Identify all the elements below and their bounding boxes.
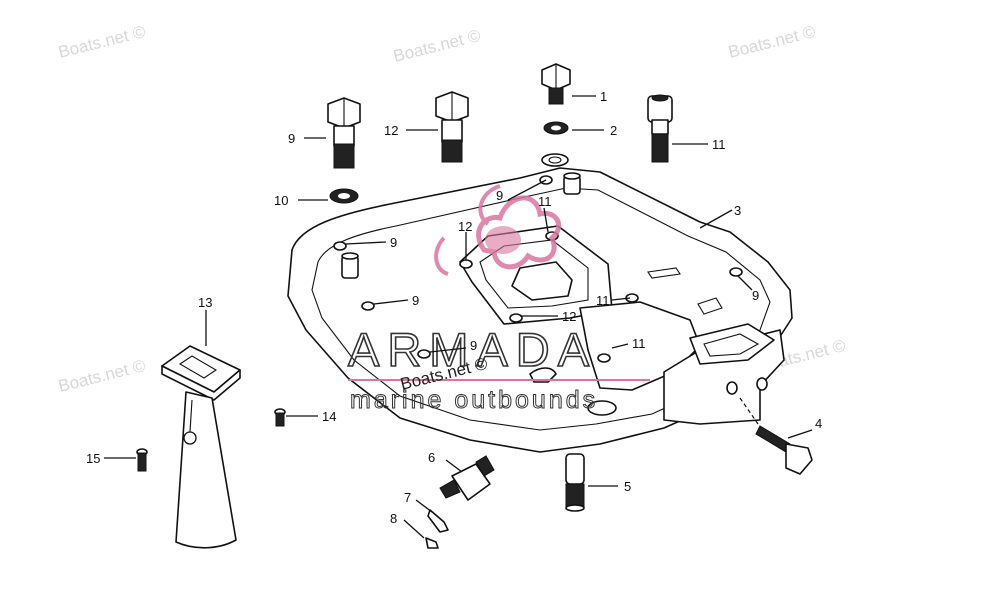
callout-1: 1 [600, 89, 607, 104]
fitting-part-6 [439, 455, 495, 501]
armada-logo: ARMADA marine outbounds Boats.net © [347, 184, 650, 415]
callout-9-plate-center: 9 [470, 338, 477, 353]
logo-wordmark: ARMADA [348, 323, 597, 376]
callout-12-bolt: 12 [384, 123, 398, 138]
callout-labels: 1 2 3 4 5 6 7 8 9 9 9 9 9 9 10 11 11 11 … [86, 89, 822, 526]
lock-washer-part-2 [543, 121, 569, 135]
callout-12-plate-top: 12 [458, 219, 472, 234]
callout-11-plate-middle: 11 [596, 293, 610, 308]
carriage-bolt-part-4 [755, 425, 813, 475]
callout-12-plate-middle: 12 [562, 309, 576, 324]
pin-part-8 [425, 537, 439, 549]
watermark-top-center: Boats.net © [391, 26, 482, 66]
callout-15: 15 [86, 451, 100, 466]
callout-7: 7 [404, 490, 411, 505]
small-screw-part-14 [274, 408, 286, 427]
logo-flower-mark [434, 184, 562, 276]
washer-part-10 [329, 188, 359, 204]
watermark-top-right: Boats.net © [726, 22, 817, 62]
hex-bolt-part-12 [435, 91, 469, 163]
callout-9-plate-lower-left: 9 [412, 293, 419, 308]
pin-part-7 [427, 509, 449, 533]
callout-9-plate-left: 9 [390, 235, 397, 250]
callout-9-top-bolt: 9 [288, 131, 295, 146]
watermark-bottom-left: Boats.net © [56, 356, 147, 396]
logo-tagline: marine outbounds [350, 386, 598, 414]
callout-5: 5 [624, 479, 631, 494]
hex-bolt-part-9 [327, 97, 361, 169]
callout-11-plate-top: 11 [538, 194, 552, 209]
tube-part-13 [161, 345, 241, 549]
callout-6: 6 [428, 450, 435, 465]
callout-9-plate-top: 9 [496, 188, 503, 203]
callout-8: 8 [390, 511, 397, 526]
small-screw-part-15 [136, 448, 148, 472]
socket-screw-part-11 [647, 94, 673, 163]
callout-10: 10 [274, 193, 288, 208]
callout-2: 2 [610, 123, 617, 138]
stud-part-5 [565, 453, 585, 512]
callout-9-plate-right: 9 [752, 288, 759, 303]
callout-3: 3 [734, 203, 741, 218]
callout-4: 4 [815, 416, 822, 431]
leader-lines [104, 95, 813, 539]
callout-11-screw: 11 [712, 137, 726, 152]
callout-13: 13 [198, 295, 212, 310]
callout-14: 14 [322, 409, 336, 424]
callout-11-plate-lower: 11 [632, 336, 646, 351]
hex-bolt-part-1 [541, 63, 571, 105]
watermark-top-left: Boats.net © [56, 22, 147, 62]
